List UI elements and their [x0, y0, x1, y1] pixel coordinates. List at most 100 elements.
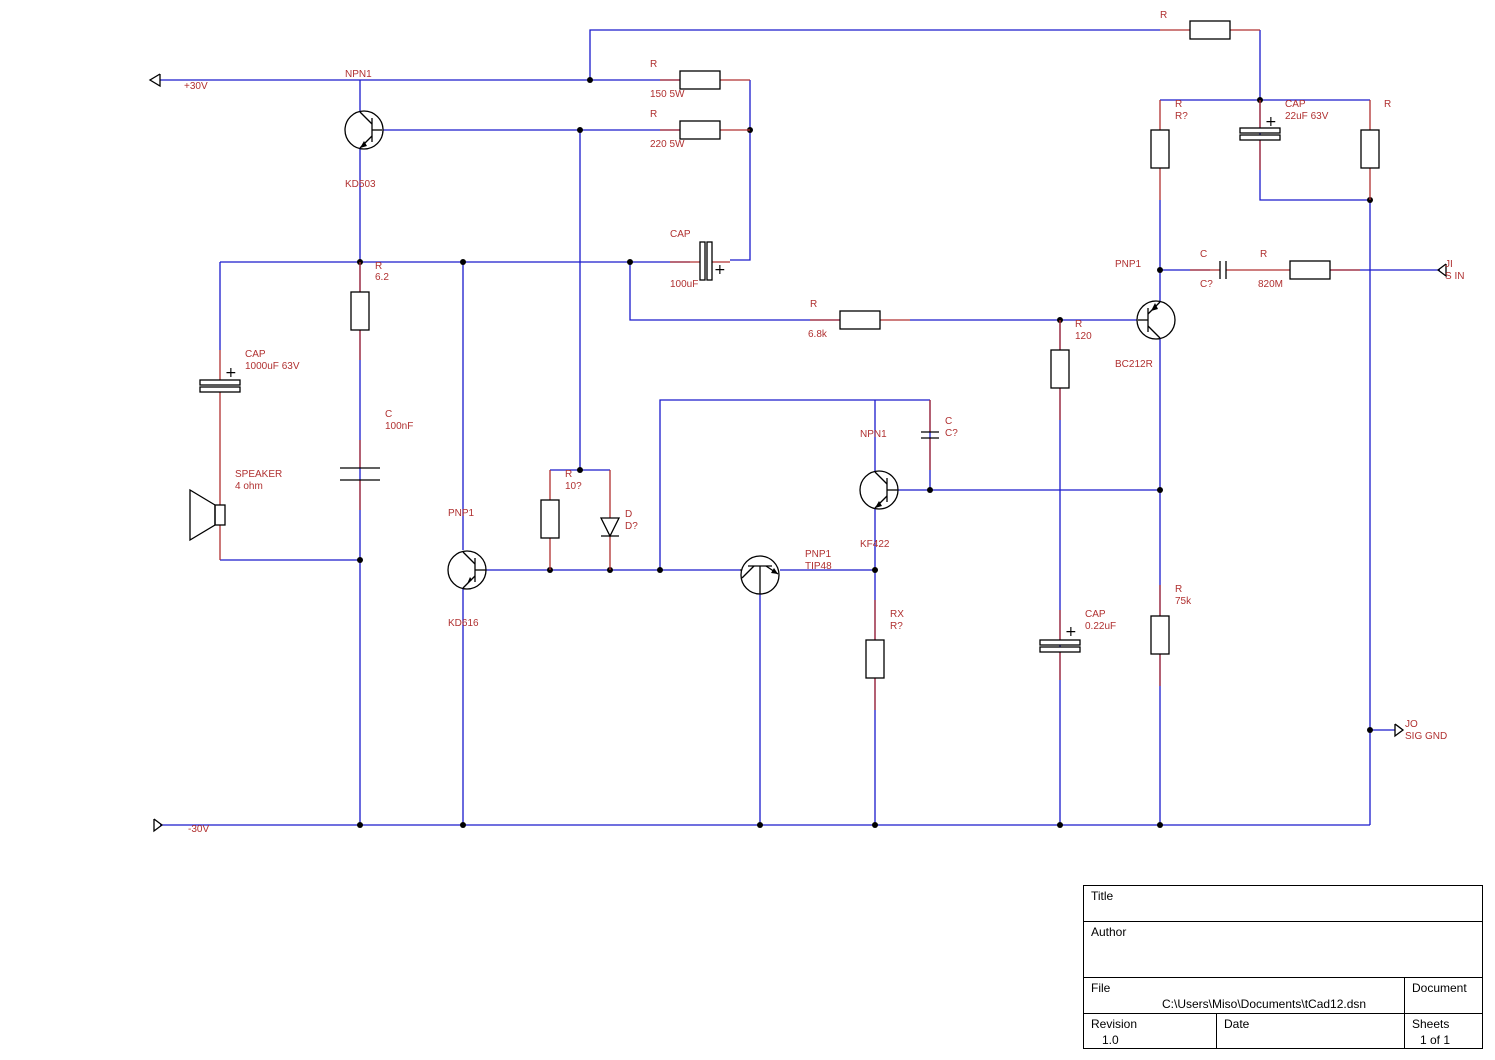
- diode[interactable]: D D?: [599, 470, 638, 570]
- capacitor-value: 100uF: [670, 279, 698, 290]
- resistor-value: 150 5W: [650, 89, 685, 100]
- junction-dot: [927, 487, 933, 493]
- transistor-kd503[interactable]: NPN1 KD503: [344, 69, 384, 190]
- port-vneg-label: -30V: [188, 824, 209, 835]
- port-signal-ground[interactable]: JO SIG GND: [1394, 719, 1447, 742]
- resistor-ref: R: [1260, 249, 1267, 260]
- revision-value: 1.0: [1102, 1033, 1119, 1047]
- resistor-6-2[interactable]: R 6.2: [350, 261, 389, 360]
- file-label: File: [1091, 981, 1111, 995]
- resistor-value: 10?: [565, 481, 582, 492]
- title-cell: Title: [1084, 886, 1482, 922]
- resistor-value: 75k: [1175, 596, 1192, 607]
- capacitor-value: 1000uF 63V: [245, 361, 300, 372]
- wires: [160, 29, 1440, 826]
- junction-dot: [1057, 822, 1063, 828]
- capacitor-value: C?: [1200, 279, 1213, 290]
- svg-text:+: +: [1065, 624, 1077, 640]
- transistor-ref: PNP1: [1115, 259, 1142, 270]
- resistor-10[interactable]: R 10?: [540, 469, 582, 570]
- resistor-value: R?: [890, 621, 903, 632]
- junction-dot: [587, 77, 593, 83]
- junction-dots: [357, 77, 1373, 828]
- transistor-kf422[interactable]: NPN1 KF422: [859, 429, 899, 550]
- junction-dot: [627, 259, 633, 265]
- capacitor-input[interactable]: C C?: [1190, 249, 1260, 290]
- capacitor-ref: C: [945, 416, 952, 427]
- port-jin-ref: JI: [1445, 259, 1453, 270]
- resistor-value: 6.2: [375, 272, 389, 283]
- resistor-ref: R: [650, 59, 657, 70]
- transistor-bc212r[interactable]: PNP1 BC212R: [1115, 259, 1176, 370]
- resistor-150[interactable]: R 150 5W: [650, 59, 750, 100]
- speaker-value: 4 ohm: [235, 481, 263, 492]
- resistor-ref: R: [1075, 319, 1082, 330]
- resistor-75k[interactable]: R 75k: [1150, 584, 1192, 686]
- resistor-6-8k[interactable]: R 6.8k: [808, 299, 910, 340]
- transistor-value: KD616: [448, 618, 479, 629]
- diode-value: D?: [625, 521, 638, 532]
- file-cell: File C:\Users\Miso\Documents\tCad12.dsn: [1084, 978, 1405, 1014]
- author-label: Author: [1091, 925, 1127, 939]
- capacitor-100uf[interactable]: + CAP 100uF: [670, 229, 730, 290]
- speaker-ref: SPEAKER: [235, 469, 282, 480]
- junction-dot: [460, 822, 466, 828]
- capacitor-value: 100nF: [385, 421, 413, 432]
- resistor-ref: R: [1175, 99, 1182, 110]
- date-cell: Date: [1217, 1014, 1405, 1048]
- speaker-icon[interactable]: SPEAKER 4 ohm: [189, 420, 282, 560]
- junction-dot: [1367, 727, 1373, 733]
- junction-dot: [1157, 267, 1163, 273]
- port-jgnd-value: SIG GND: [1405, 731, 1447, 742]
- resistor-ref: R: [810, 299, 817, 310]
- resistor-rx[interactable]: RX R?: [865, 600, 904, 710]
- resistor-feedback[interactable]: R: [1160, 10, 1260, 40]
- title-label: Title: [1091, 889, 1114, 903]
- port-vpos[interactable]: +30V: [148, 73, 208, 92]
- junction-dot: [872, 822, 878, 828]
- sheets-cell: Sheets 1 of 1: [1405, 1014, 1482, 1048]
- capacitor-ref: CAP: [245, 349, 266, 360]
- resistor-ref: R: [375, 261, 382, 272]
- junction-dot: [460, 259, 466, 265]
- date-label: Date: [1224, 1017, 1250, 1031]
- svg-text:+: +: [1265, 114, 1277, 130]
- capacitor-0-22uf[interactable]: + CAP 0.22uF: [1039, 609, 1116, 680]
- file-value: C:\Users\Miso\Documents\tCad12.dsn: [1162, 997, 1367, 1011]
- resistor-ref: R: [1160, 10, 1167, 21]
- junction-dot: [577, 127, 583, 133]
- port-vneg[interactable]: -30V: [153, 818, 209, 835]
- sheets-value: 1 of 1: [1420, 1033, 1451, 1047]
- capacitor-ref: CAP: [670, 229, 691, 240]
- resistor-220[interactable]: R 220 5W: [650, 109, 750, 150]
- transistor-value: KF422: [860, 539, 890, 550]
- capacitor-mid[interactable]: C C?: [921, 400, 958, 470]
- capacitor-1000uf[interactable]: + CAP 1000uF 63V: [199, 349, 300, 420]
- resistor-120[interactable]: R 120: [1050, 319, 1092, 420]
- document-label: Document: [1412, 981, 1467, 995]
- transistor-value: TIP48: [805, 561, 832, 572]
- port-signal-in[interactable]: JI S IN: [1436, 259, 1464, 282]
- title-block: Title Author File C:\Users\Miso\Document…: [1083, 885, 1483, 1049]
- resistor-820m[interactable]: R 820M: [1258, 249, 1360, 290]
- resistor-ref: R: [565, 469, 572, 480]
- resistor-r-unknown[interactable]: R R?: [1150, 99, 1188, 200]
- resistor-value: 820M: [1258, 279, 1283, 290]
- resistor-value: 6.8k: [808, 329, 828, 340]
- junction-dot: [872, 567, 878, 573]
- capacitor-value: C?: [945, 428, 958, 439]
- transistor-kd616[interactable]: PNP1 KD616: [447, 508, 487, 629]
- resistor-right[interactable]: R: [1360, 99, 1391, 200]
- junction-dot: [577, 467, 583, 473]
- sheets-label: Sheets: [1412, 1017, 1450, 1031]
- transistor-ref: NPN1: [860, 429, 887, 440]
- transistor-tip48[interactable]: PNP1 TIP48: [740, 549, 832, 595]
- capacitor-100nf[interactable]: C 100nF: [340, 409, 413, 510]
- capacitor-22uf[interactable]: + CAP 22uF 63V: [1239, 99, 1329, 170]
- svg-text:+: +: [225, 365, 237, 381]
- transistor-value: KD503: [345, 179, 376, 190]
- resistor-ref: R: [1384, 99, 1391, 110]
- transistor-ref: PNP1: [805, 549, 832, 560]
- junction-dot: [357, 822, 363, 828]
